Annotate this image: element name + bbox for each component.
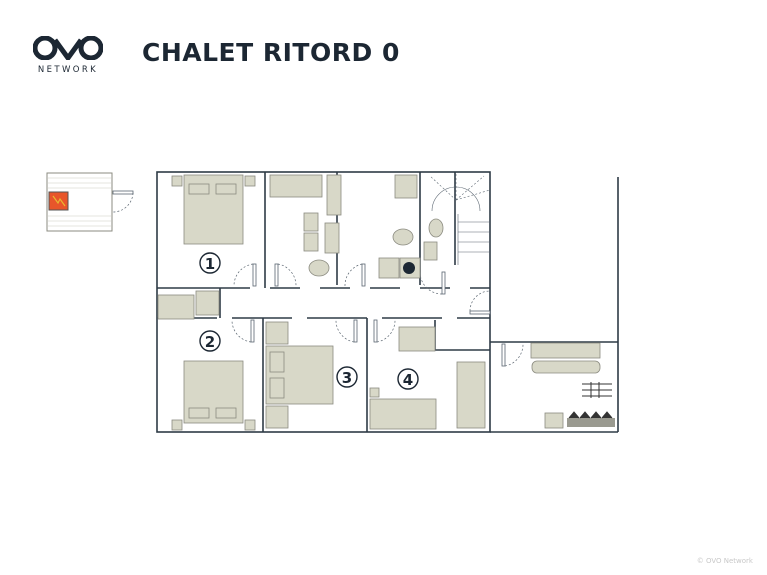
svg-text:4: 4	[403, 371, 413, 389]
boot-dryer-icon	[567, 411, 615, 427]
bench-icon	[531, 360, 601, 374]
toilet-icon	[428, 218, 444, 238]
furniture	[157, 174, 615, 431]
room-1-label: 1	[199, 252, 221, 274]
sink-icon	[394, 174, 418, 199]
entrance-closet	[46, 172, 134, 232]
room-2-label: 2	[199, 330, 221, 352]
logo-text: NETWORK	[37, 65, 99, 75]
room-3-label: 3	[336, 366, 358, 388]
bed-icon	[369, 398, 437, 430]
room-4-label: 4	[397, 368, 419, 390]
bathtub-icon	[269, 174, 323, 198]
sink-icon	[544, 412, 564, 429]
ski-rack-icon	[582, 382, 612, 398]
bed-icon	[456, 361, 486, 429]
ovo-logo-mark	[32, 35, 104, 63]
logo: NETWORK	[32, 35, 104, 75]
page-title: CHALET RITORD 0	[142, 38, 400, 67]
svg-text:3: 3	[342, 369, 352, 387]
svg-text:2: 2	[205, 333, 215, 351]
copyright: © OVO Network	[696, 557, 753, 565]
doors	[231, 263, 524, 367]
dryer-icon	[378, 257, 400, 279]
staircase-icon	[429, 174, 491, 265]
shower-icon	[326, 174, 342, 216]
svg-text:1: 1	[205, 255, 215, 273]
toilet-icon	[392, 228, 414, 246]
toilet-icon	[308, 259, 330, 277]
